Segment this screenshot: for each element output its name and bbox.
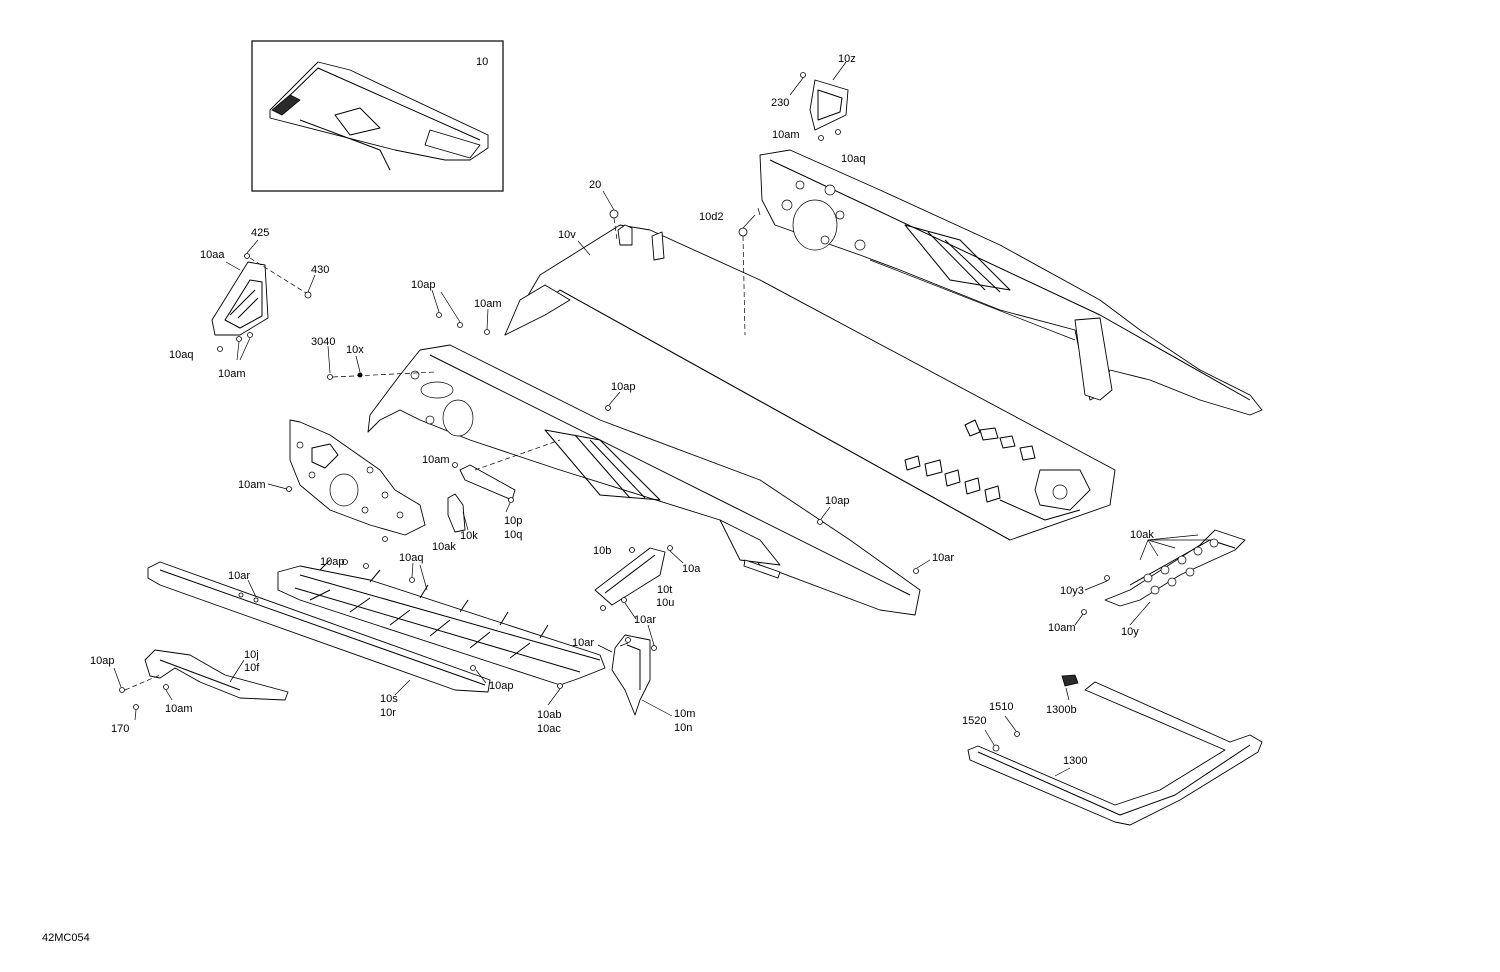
callout-10ap: 10ap xyxy=(320,556,344,568)
callout-10b: 10b xyxy=(593,545,611,557)
callout-10am: 10am xyxy=(218,368,246,380)
callout-10am: 10am xyxy=(165,703,193,715)
callout-10z: 10z xyxy=(838,53,856,65)
callout-3040: 3040 xyxy=(311,336,335,348)
callout-labels: 10z 230 10am 10aq 20 10d2 10v 425 10aa 4… xyxy=(90,53,1154,767)
callout-10am: 10am xyxy=(238,479,266,491)
callout-10ap: 10ap xyxy=(411,279,435,291)
callout-1300: 1300 xyxy=(1063,755,1087,767)
callout-10am: 10am xyxy=(474,298,502,310)
callout-10aq: 10aq xyxy=(841,153,865,165)
callout-10aq: 10aq xyxy=(399,552,423,564)
callout-10ac: 10ac xyxy=(537,723,561,735)
tunnel-top-plate xyxy=(504,209,1116,541)
callout-10n: 10n xyxy=(674,722,692,734)
callout-10y3: 10y3 xyxy=(1060,585,1084,597)
inset-callout: 10 xyxy=(476,56,488,68)
callout-20: 20 xyxy=(589,179,601,191)
part-10aa-knee-plate xyxy=(211,239,316,361)
tunnel-left-side-rail xyxy=(367,344,921,616)
callout-1520: 1520 xyxy=(962,715,986,727)
part-10s-running-board xyxy=(147,561,491,696)
callout-10ap: 10ap xyxy=(90,655,114,667)
callout-10ap: 10ap xyxy=(825,495,849,507)
callout-10ar: 10ar xyxy=(932,552,954,564)
callout-10f: 10f xyxy=(244,662,260,674)
drawing-code: 42MC054 xyxy=(42,932,90,944)
callout-430: 430 xyxy=(311,264,329,276)
part-10k-bracket xyxy=(447,439,561,533)
callout-230: 230 xyxy=(771,97,789,109)
callout-1510: 1510 xyxy=(989,701,1013,713)
callout-10ap: 10ap xyxy=(489,680,513,692)
callout-10ak: 10ak xyxy=(432,541,456,553)
part-10ab-support-frame xyxy=(277,559,655,706)
callout-10j: 10j xyxy=(244,649,259,661)
callout-10ar: 10ar xyxy=(572,637,594,649)
callout-10ap: 10ap xyxy=(611,381,635,393)
callout-10aq: 10aq xyxy=(169,349,193,361)
callout-10u: 10u xyxy=(656,597,674,609)
part-1300-rear-bumper xyxy=(967,674,1263,826)
fasteners-10ap xyxy=(431,190,931,574)
callout-10aa: 10aa xyxy=(200,249,225,261)
callout-10am: 10am xyxy=(772,129,800,141)
callout-10m: 10m xyxy=(674,708,695,720)
callout-10am: 10am xyxy=(1048,622,1076,634)
callout-10ab: 10ab xyxy=(537,709,561,721)
callout-10a: 10a xyxy=(682,563,701,575)
callout-10ar: 10ar xyxy=(634,614,656,626)
part-10x-fastener xyxy=(327,345,436,380)
part-10z-plate xyxy=(789,61,849,141)
part-10y-step-plate xyxy=(1074,529,1246,626)
callout-10d2: 10d2 xyxy=(699,211,723,223)
callout-425: 425 xyxy=(251,227,269,239)
callout-10t: 10t xyxy=(657,584,672,596)
callout-10y: 10y xyxy=(1121,626,1139,638)
callout-170: 170 xyxy=(111,723,129,735)
inset-assembly-view: 10 xyxy=(251,40,504,192)
part-10m-bracket xyxy=(611,634,673,717)
callout-10am: 10am xyxy=(422,454,450,466)
callout-10s: 10s xyxy=(380,693,398,705)
part-10t-bracket xyxy=(594,545,684,620)
callout-10p: 10p xyxy=(504,515,522,527)
callout-10k: 10k xyxy=(460,530,478,542)
part-side-plate xyxy=(267,419,426,542)
tunnel-right-side-rail xyxy=(759,149,1263,416)
callout-10ak: 10ak xyxy=(1130,529,1154,541)
callout-10v: 10v xyxy=(558,229,576,241)
part-10j-bracket xyxy=(113,649,289,721)
callout-10r: 10r xyxy=(380,707,396,719)
callout-1300b: 1300b xyxy=(1046,704,1077,716)
callout-10ar: 10ar xyxy=(228,570,250,582)
callout-10q: 10q xyxy=(504,529,522,541)
callout-10x: 10x xyxy=(346,344,364,356)
